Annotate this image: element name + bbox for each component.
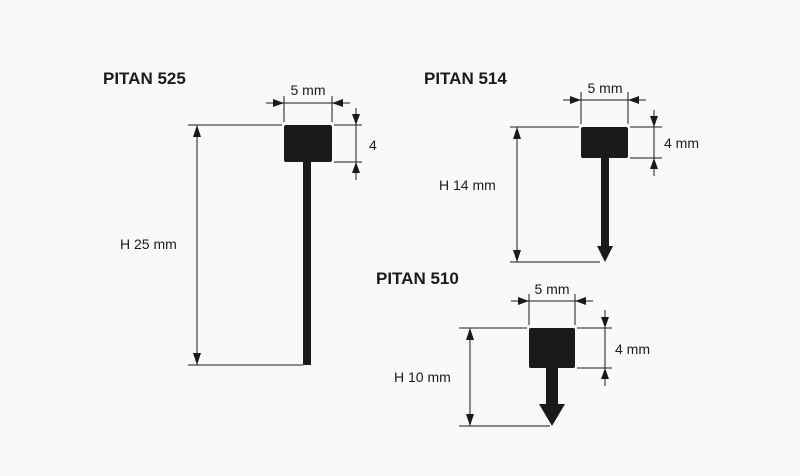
width-dimension xyxy=(563,92,646,124)
height-dimension xyxy=(459,327,550,427)
head-label: 4 mm xyxy=(615,341,650,357)
profile-stem xyxy=(601,156,609,248)
height-dimension xyxy=(510,126,600,263)
height-label: H 25 mm xyxy=(120,236,177,252)
profile-arrow-tip xyxy=(539,404,565,426)
width-label: 5 mm xyxy=(291,82,326,98)
profile-title: PITAN 510 xyxy=(376,269,459,288)
head-dimension xyxy=(630,110,662,176)
head-dimension xyxy=(577,310,612,386)
profile-stem xyxy=(303,160,311,365)
head-label: 4 xyxy=(369,137,377,153)
height-label: H 14 mm xyxy=(439,177,496,193)
width-dimension xyxy=(266,96,350,122)
profile-title: PITAN 525 xyxy=(103,69,186,88)
profile-head xyxy=(529,328,575,368)
height-dimension xyxy=(188,124,303,366)
profile-pitan-514: PITAN 514 5 mm 4 mm xyxy=(424,69,699,263)
height-label: H 10 mm xyxy=(394,369,451,385)
head-dimension xyxy=(334,108,362,180)
profile-head xyxy=(581,127,628,158)
profile-stem xyxy=(546,366,558,406)
width-label: 5 mm xyxy=(535,281,570,297)
profile-title: PITAN 514 xyxy=(424,69,507,88)
profile-head xyxy=(284,125,332,162)
profile-arrow-tip xyxy=(597,246,613,262)
profile-pitan-525: PITAN 525 5 mm 4 H xyxy=(103,69,377,366)
profile-pitan-510: PITAN 510 5 mm 4 mm xyxy=(376,269,650,427)
width-label: 5 mm xyxy=(588,80,623,96)
head-label: 4 mm xyxy=(664,135,699,151)
width-dimension xyxy=(511,294,593,325)
